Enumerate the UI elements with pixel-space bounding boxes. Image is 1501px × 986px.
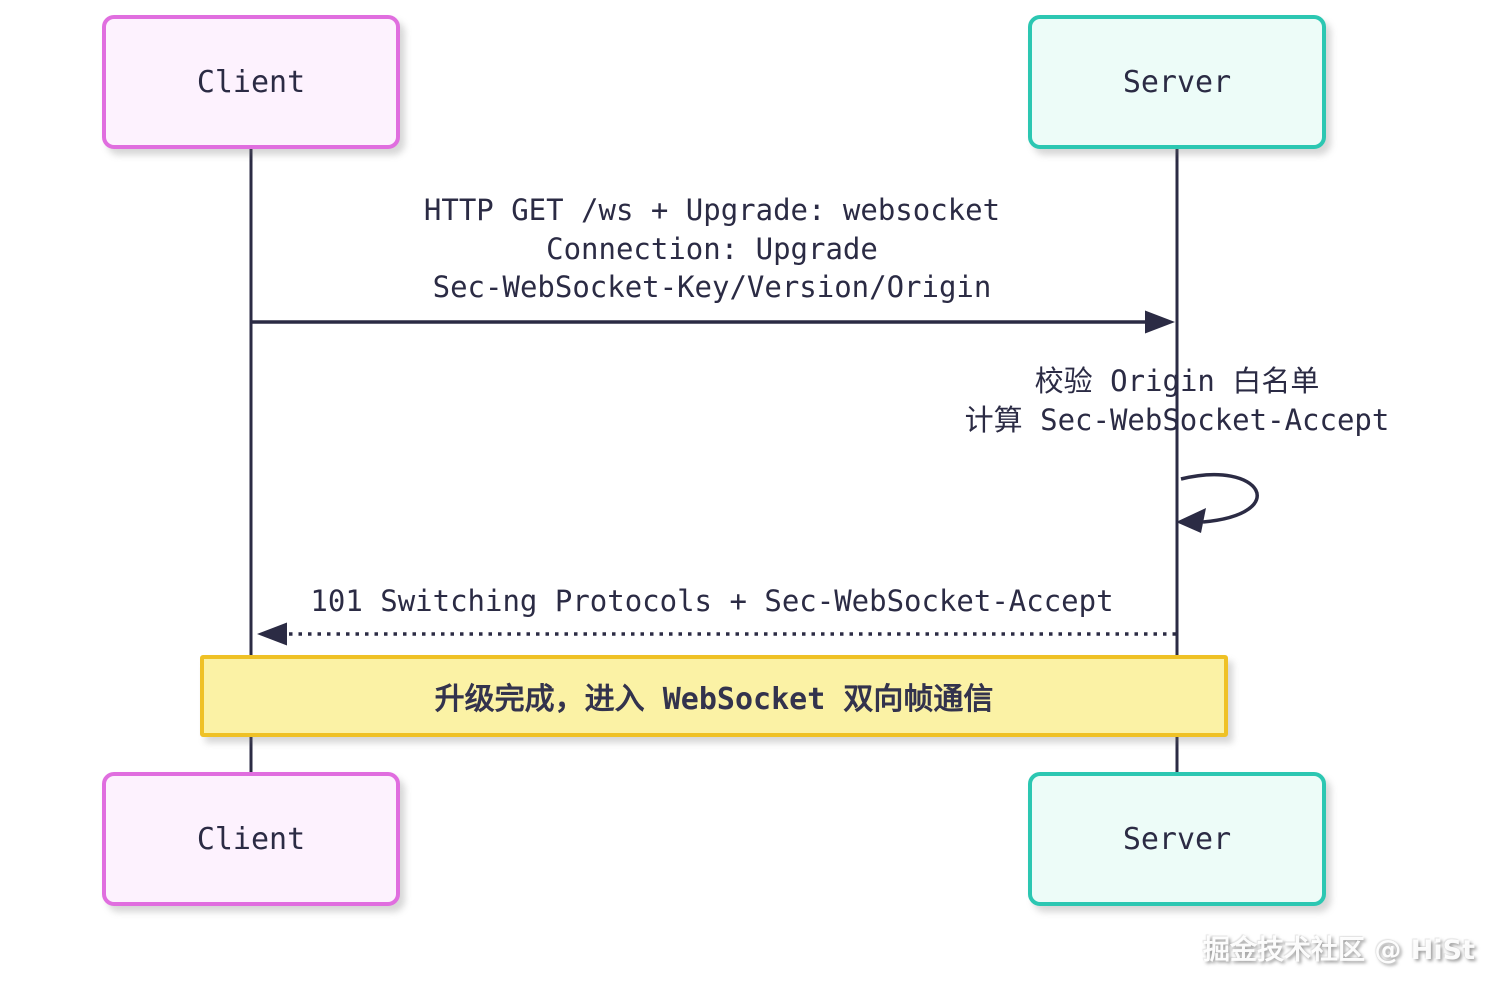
watermark: 掘金技术社区 @ HiSt [1203, 928, 1475, 967]
actor-server-bottom-label: Server [1122, 821, 1232, 857]
note-upgrade-complete: 升级完成，进入 WebSocket 双向帧通信 [200, 655, 1228, 737]
request-arrowhead-icon [1145, 310, 1175, 334]
actor-client-top: Client [102, 15, 400, 149]
actor-server-bottom: Server [1028, 772, 1326, 906]
self-loop-line [1180, 473, 1259, 524]
note-upgrade-complete-text: 升级完成，进入 WebSocket 双向帧通信 [434, 682, 994, 717]
actor-client-bottom: Client [102, 772, 400, 906]
message-upgrade-request: HTTP GET /ws + Upgrade: websocket Connec… [252, 191, 1172, 307]
message-server-self-check-line-1: 校验 Origin 白名单 [1034, 364, 1320, 398]
self-loop-arrowhead-icon [1176, 508, 1206, 533]
message-server-self-check: 校验 Origin 白名单 计算 Sec-WebSocket-Accept [877, 362, 1477, 439]
actor-server-top-label: Server [1122, 64, 1232, 100]
message-upgrade-request-line-3: Sec-WebSocket-Key/Version/Origin [432, 270, 992, 304]
message-upgrade-request-line-2: Connection: Upgrade [546, 231, 878, 266]
message-switching-protocols-line-1: 101 Switching Protocols + Sec-WebSocket-… [310, 584, 1114, 618]
actor-server-top: Server [1028, 15, 1326, 149]
message-server-self-check-line-2: 计算 Sec-WebSocket-Accept [964, 402, 1390, 437]
actor-client-bottom-label: Client [196, 821, 306, 857]
message-upgrade-request-line-1: HTTP GET /ws + Upgrade: websocket [423, 193, 1001, 227]
response-arrowhead-icon [257, 622, 287, 646]
message-switching-protocols: 101 Switching Protocols + Sec-WebSocket-… [262, 582, 1162, 621]
watermark-text: 掘金技术社区 @ HiSt [1202, 935, 1475, 966]
actor-client-top-label: Client [196, 64, 306, 100]
